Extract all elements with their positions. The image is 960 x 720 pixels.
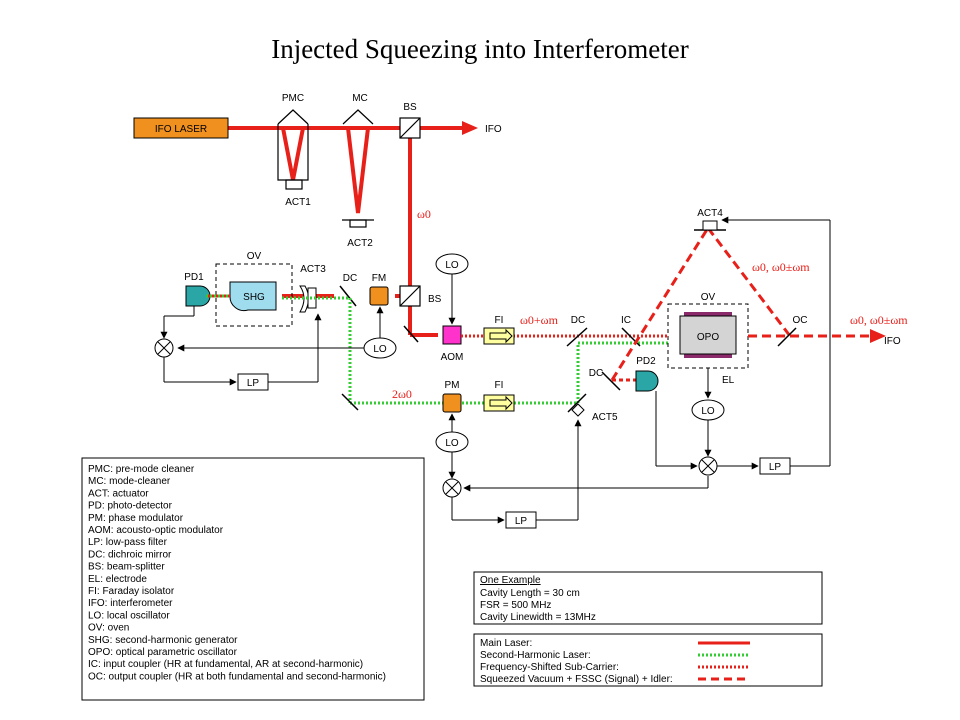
lp-bottom-label: LP xyxy=(515,516,528,527)
omega-pair-top: ω0, ω0±ωm xyxy=(752,260,810,274)
ifo-top-label: IFO xyxy=(485,124,502,135)
pm-top-label: FM xyxy=(372,273,386,284)
pm-top xyxy=(369,286,389,306)
aom-label: AOM xyxy=(441,352,464,363)
fi-bottom-label: FI xyxy=(495,380,504,391)
example-line-1: Cavity Length = 30 cm xyxy=(480,588,580,599)
glossary-item: AOM: acousto-optic modulator xyxy=(88,525,224,536)
glossary-item: ACT: actuator xyxy=(88,488,149,499)
legend-sqz-label: Squeezed Vacuum + FSSC (Signal) + Idler: xyxy=(480,674,673,685)
beam-splitter-top xyxy=(399,117,421,139)
act3-mirror xyxy=(299,285,309,313)
opo-label: OPO xyxy=(697,332,719,343)
sub-carrier-freq: ω0+ωm xyxy=(520,313,559,327)
legend-shg-label: Second-Harmonic Laser: xyxy=(480,650,591,661)
lo-mid-label: LO xyxy=(373,344,387,355)
pmc-cavity xyxy=(277,109,309,190)
legend-fssc-label: Frequency-Shifted Sub-Carrier: xyxy=(480,662,619,673)
mc-label: MC xyxy=(352,93,368,104)
act1-label: ACT1 xyxy=(285,197,311,208)
act4-label: ACT4 xyxy=(697,208,723,219)
ifo-laser-label: IFO LASER xyxy=(155,124,207,135)
dc-mid-label: DC xyxy=(571,315,585,326)
example-line-2: FSR = 500 MHz xyxy=(480,600,551,611)
pmc-label: PMC xyxy=(282,93,304,104)
example-heading: One Example xyxy=(480,575,541,586)
lp-left-label: LP xyxy=(247,378,260,389)
squeezed-vacuum-beam xyxy=(610,227,880,381)
pd1-label: PD1 xyxy=(184,272,204,283)
el-label: EL xyxy=(722,375,735,386)
mc-cavity xyxy=(342,109,374,228)
two-omega-label: 2ω0 xyxy=(392,387,412,401)
glossary-item: EL: electrode xyxy=(88,574,147,585)
glossary-item: PM: phase modulator xyxy=(88,513,184,524)
oven-left-label: OV xyxy=(247,251,262,262)
dc-pd2-label: DC xyxy=(589,368,603,379)
fi-top-label: FI xyxy=(495,315,504,326)
glossary-item: LO: local oscillator xyxy=(88,610,170,621)
act5-mirror xyxy=(567,393,587,417)
oven-right-label: OV xyxy=(701,292,716,303)
lo-right-label: LO xyxy=(701,406,715,417)
glossary-box xyxy=(81,457,425,701)
second-harmonic-beam xyxy=(282,296,668,405)
pm-bottom-label: PM xyxy=(445,380,460,391)
glossary-item: FI: Faraday isolator xyxy=(88,586,175,597)
shg-crystal xyxy=(229,281,277,312)
act2-label: ACT2 xyxy=(347,238,373,249)
glossary-item: IFO: interferometer xyxy=(88,598,173,609)
example-line-3: Cavity Linewidth = 13MHz xyxy=(480,612,596,623)
ic-label: IC xyxy=(621,315,631,326)
omega0-label: ω0 xyxy=(417,207,431,221)
glossary-item: PMC: pre-mode cleaner xyxy=(88,464,195,475)
page-title: Injected Squeezing into Interferometer xyxy=(271,34,689,64)
aom xyxy=(442,325,462,345)
pd2-detector xyxy=(635,370,659,392)
glossary-item: MC: mode-cleaner xyxy=(88,476,171,487)
bs-top-label: BS xyxy=(403,102,417,113)
act5-label: ACT5 xyxy=(592,412,618,423)
glossary-item: IC: input coupler (HR at fundamental, AR… xyxy=(88,659,363,670)
dc-left-mirror xyxy=(339,285,357,307)
glossary-item: PD: photo-detector xyxy=(88,501,173,512)
ifo-out-label: IFO xyxy=(884,336,901,347)
legend-main-label: Main Laser: xyxy=(480,638,532,649)
glossary-item: OV: oven xyxy=(88,623,129,634)
legend-box xyxy=(473,633,823,687)
ifo-laser-source xyxy=(133,117,229,139)
beam-splitter-mid xyxy=(399,285,421,307)
act3-label: ACT3 xyxy=(300,264,326,275)
glossary-item: OC: output coupler (HR at both fundament… xyxy=(88,671,386,682)
pd2-label: PD2 xyxy=(636,356,656,367)
shg-label: SHG xyxy=(243,292,265,303)
glossary-item: SHG: second-harmonic generator xyxy=(88,635,238,646)
lo-bottom-label: LO xyxy=(445,438,459,449)
oc-label: OC xyxy=(793,315,808,326)
glossary-item: LP: low-pass filter xyxy=(88,537,168,548)
omega-pair-out: ω0, ω0±ωm xyxy=(850,313,908,327)
lo-top-label: LO xyxy=(445,260,459,271)
opo-crystal xyxy=(679,315,737,355)
pm-bottom xyxy=(442,393,462,413)
glossary-item: OPO: optical parametric oscillator xyxy=(88,647,238,658)
glossary-item: BS: beam-splitter xyxy=(88,562,165,573)
dc-left-label: DC xyxy=(343,273,357,284)
glossary-item: DC: dichroic mirror xyxy=(88,549,172,560)
lp-right-label: LP xyxy=(769,462,782,473)
example-box xyxy=(473,571,823,625)
bs-mid-label: BS xyxy=(428,294,442,305)
